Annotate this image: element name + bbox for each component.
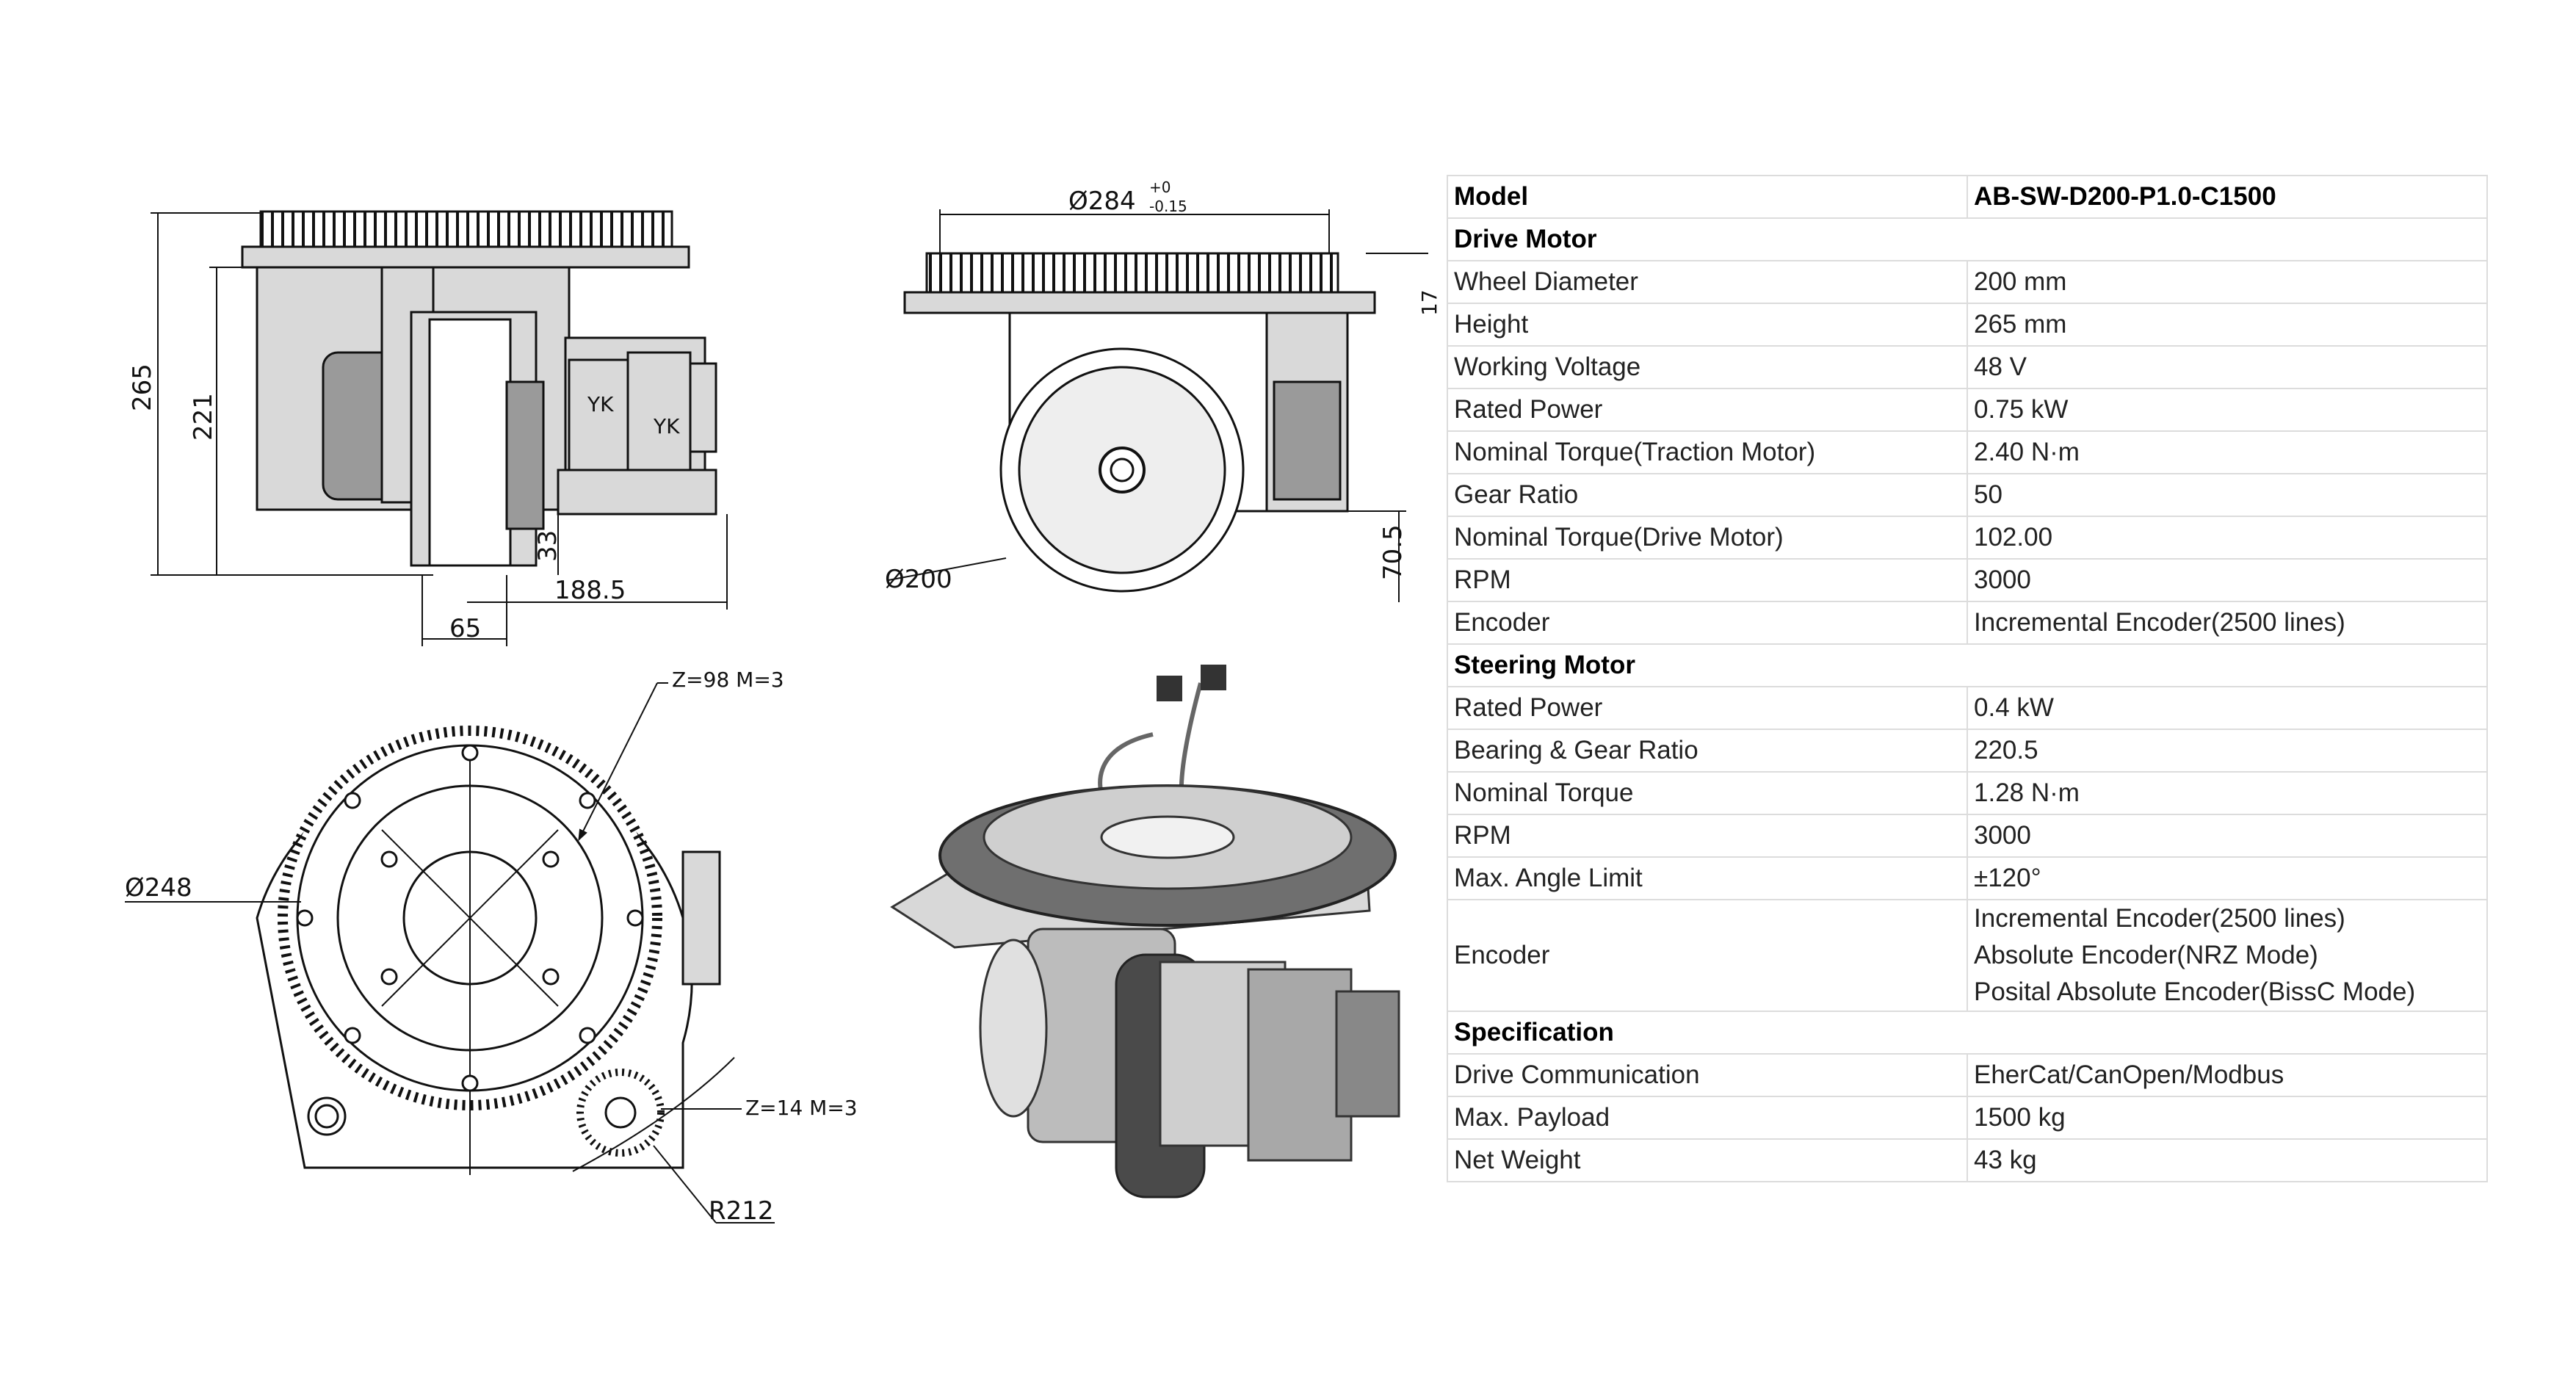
row-value: 1500 kg: [1967, 1096, 2488, 1140]
technical-drawings: YK YK 265 221 33 188.5 65 Ø284 +0 -0.15: [125, 178, 1439, 1226]
side-view: YK YK 265 221 33 188.5 65: [128, 210, 728, 646]
gear-large-label: Z=98 M=3: [672, 668, 784, 692]
row-value: 0.75 kW: [1967, 388, 2488, 432]
dim-188: 188.5: [554, 576, 626, 605]
dim-70: 70.5: [1378, 524, 1408, 580]
model-value: AB-SW-D200-P1.0-C1500: [1967, 175, 2488, 219]
tol-plus: +0: [1149, 178, 1171, 196]
row-label: Net Weight: [1447, 1138, 1968, 1182]
section-header: Drive Motor: [1447, 217, 2488, 261]
spec-table: Model AB-SW-D200-P1.0-C1500 Drive Motor …: [1447, 175, 2488, 1182]
dim-200: Ø200: [885, 565, 952, 594]
row-value: 2.40 N·m: [1967, 430, 2488, 474]
encoder-values: Incremental Encoder(2500 lines) Absolute…: [1967, 899, 2488, 1012]
row-label: RPM: [1447, 814, 1968, 858]
dim-248: Ø248: [125, 873, 192, 903]
row-label: Wheel Diameter: [1447, 260, 1968, 304]
row-label: Drive Communication: [1447, 1053, 1968, 1097]
row-label: Encoder: [1447, 601, 1968, 645]
row-value: 3000: [1967, 558, 2488, 602]
row-value: 265 mm: [1967, 303, 2488, 347]
row-value: 48 V: [1967, 345, 2488, 389]
tol-minus: -0.15: [1149, 198, 1187, 215]
model-label: Model: [1447, 175, 1968, 219]
product-render: [890, 665, 1400, 1199]
row-value: 50: [1967, 473, 2488, 517]
row-label: Nominal Torque(Traction Motor): [1447, 430, 1968, 474]
section-header: Steering Motor: [1447, 643, 2488, 687]
steering-motor-title: Steering Motor: [1447, 643, 2488, 687]
specification-title: Specification: [1447, 1011, 2488, 1055]
encoder-value: Absolute Encoder(NRZ Mode): [1974, 941, 2318, 969]
row-value: EherCat/CanOpen/Modbus: [1967, 1053, 2488, 1097]
row-value: Incremental Encoder(2500 lines): [1967, 601, 2488, 645]
section-header: Specification: [1447, 1011, 2488, 1055]
table-row: Encoder Incremental Encoder(2500 lines) …: [1447, 899, 2488, 1012]
row-label: Gear Ratio: [1447, 473, 1968, 517]
row-label: Rated Power: [1447, 686, 1968, 730]
row-label: Height: [1447, 303, 1968, 347]
table-row: Nominal Torque(Traction Motor)2.40 N·m: [1447, 430, 2488, 474]
dim-221: 221: [189, 393, 218, 441]
row-label: Max. Angle Limit: [1447, 856, 1968, 900]
front-view: Ø284 +0 -0.15 70.5 17 Ø200: [885, 178, 1439, 602]
table-row: Max. Angle Limit±120°: [1447, 856, 2488, 900]
row-label: Working Voltage: [1447, 345, 1968, 389]
row-value: 200 mm: [1967, 260, 2488, 304]
row-label: Rated Power: [1447, 388, 1968, 432]
row-label: Bearing & Gear Ratio: [1447, 729, 1968, 773]
dim-65: 65: [449, 614, 481, 643]
bottom-view: Z=98 M=3 Ø248 Z=14 M=3 R212: [125, 668, 858, 1226]
row-value: 0.4 kW: [1967, 686, 2488, 730]
row-label: Encoder: [1447, 899, 1968, 1012]
row-value: ±120°: [1967, 856, 2488, 900]
row-value: 43 kg: [1967, 1138, 2488, 1182]
encoder-value: Incremental Encoder(2500 lines): [1974, 904, 2345, 933]
row-label: Max. Payload: [1447, 1096, 1968, 1140]
dim-284: Ø284: [1068, 187, 1136, 216]
row-label: Nominal Torque(Drive Motor): [1447, 516, 1968, 560]
row-label: RPM: [1447, 558, 1968, 602]
gear-small-label: Z=14 M=3: [745, 1096, 858, 1120]
row-label: Nominal Torque: [1447, 771, 1968, 815]
motor-label-1: YK: [587, 392, 614, 416]
dim-33: 33: [533, 530, 562, 562]
table-row: Model AB-SW-D200-P1.0-C1500: [1447, 175, 2488, 219]
dim-17: 17: [1417, 289, 1439, 316]
row-value: 102.00: [1967, 516, 2488, 560]
dim-212: R212: [709, 1196, 774, 1226]
encoder-value: Posital Absolute Encoder(BissC Mode): [1974, 977, 2416, 1006]
dim-265: 265: [128, 364, 157, 411]
row-value: 1.28 N·m: [1967, 771, 2488, 815]
drive-motor-title: Drive Motor: [1447, 217, 2488, 261]
table-row: Nominal Torque(Drive Motor)102.00: [1447, 516, 2488, 560]
row-value: 220.5: [1967, 729, 2488, 773]
row-value: 3000: [1967, 814, 2488, 858]
motor-label-2: YK: [653, 414, 680, 438]
